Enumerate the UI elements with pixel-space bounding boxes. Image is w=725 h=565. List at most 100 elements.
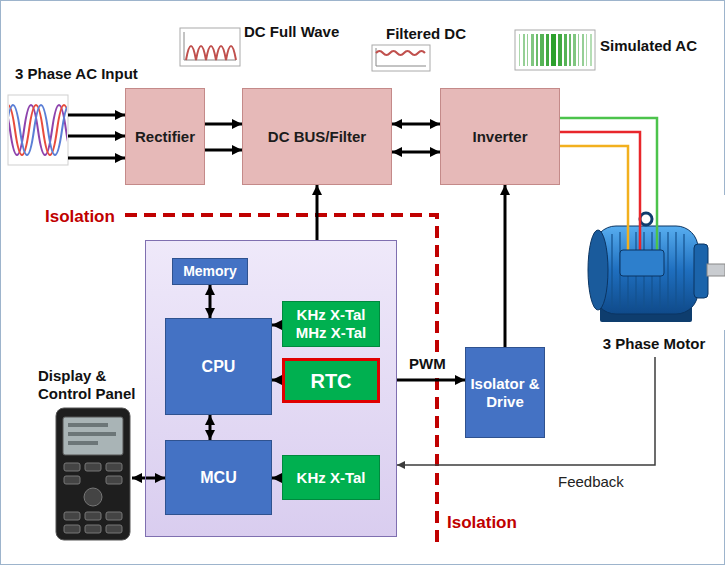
node-label: 3 Phase AC Input — [15, 65, 138, 83]
simulated-ac-thumbnail — [551, 34, 556, 66]
simulated-ac-thumbnail — [564, 34, 567, 66]
memory-box: Memory — [172, 258, 248, 285]
simulated-ac-thumbnail — [519, 34, 520, 66]
full-wave-thumbnail — [186, 46, 236, 60]
keypad-illustration — [85, 525, 101, 533]
node-label: RTC — [310, 369, 351, 393]
keypad-illustration — [106, 476, 122, 484]
connector — [132, 477, 165, 480]
motor-illustration — [583, 195, 725, 330]
simulated-ac-thumbnail — [515, 30, 595, 70]
full-wave-thumbnail — [180, 28, 240, 66]
control-board-fill — [145, 240, 397, 537]
keypad-illustration — [63, 417, 123, 455]
keypad-illustration — [85, 512, 101, 520]
connector — [272, 324, 282, 327]
node-label: MCU — [200, 468, 236, 487]
simulated-ac-thumbnail — [573, 34, 576, 66]
simulated-ac-thumbnail — [540, 34, 544, 66]
connector — [392, 123, 440, 126]
simulated-ac-thumbnail — [546, 34, 549, 66]
node-label: 3 Phase Motor — [583, 335, 725, 353]
connector — [397, 379, 465, 382]
keypad-illustration — [64, 476, 80, 484]
connector — [68, 114, 125, 117]
connector — [316, 185, 319, 240]
connector — [272, 379, 282, 382]
driver-box: Isolator & Drive — [465, 347, 545, 438]
motor-illustration — [694, 244, 708, 298]
connector — [560, 132, 640, 195]
keypad-illustration — [84, 488, 102, 506]
connector — [205, 149, 242, 152]
simulated-ac-thumbnail — [515, 30, 595, 70]
motor-illustration — [594, 226, 698, 314]
keypad-illustration — [85, 463, 101, 471]
ac-source: 3 Phase AC Input — [8, 95, 68, 165]
node-label: KHz X-Tal MHz X-Tal — [287, 306, 375, 342]
rtc-box: RTC — [282, 358, 380, 403]
node-label: Inverter — [472, 128, 527, 146]
keypad-illustration — [64, 525, 80, 533]
filtered-dc-thumbnail — [376, 51, 425, 55]
motor-illustration — [627, 195, 630, 256]
control-board: MemoryCPU KHz X-Tal MHz X-TalRTC MCU KHz X-… — [145, 240, 397, 537]
crystal-box: KHz X-Tal — [282, 455, 380, 500]
node-label: Memory — [183, 263, 237, 280]
keypad-illustration — [56, 408, 130, 540]
keypad-illustration — [106, 525, 122, 533]
node-label: CPU — [202, 357, 236, 376]
mcu-box: MCU — [165, 440, 272, 515]
keypad-illustration — [68, 423, 108, 427]
connector — [209, 415, 212, 440]
keypad-illustration — [68, 432, 116, 436]
motor-illustration — [656, 195, 659, 256]
keypad-illustration — [56, 408, 130, 540]
display-panel: Display & Control Panel — [40, 365, 132, 545]
edge-label: PWM — [407, 355, 448, 373]
connector — [68, 157, 125, 160]
simulated-ac-thumbnail — [558, 34, 562, 66]
isolation-label: Isolation — [45, 207, 115, 227]
simulated-ac-thumbnail — [569, 34, 571, 66]
node-label: Display & Control Panel — [38, 367, 150, 403]
motor-illustration — [620, 250, 664, 276]
connector — [68, 135, 125, 138]
motor: 3 Phase Motor — [583, 195, 725, 357]
isolation-label: Isolation — [447, 513, 517, 533]
connector — [209, 285, 212, 318]
full-wave-thumbnail — [184, 32, 236, 60]
process-box: Rectifier — [125, 88, 205, 185]
process-box: Inverter — [440, 88, 560, 185]
simulated-ac-thumbnail — [527, 34, 528, 66]
isolation-line — [125, 215, 437, 548]
ac-input-waveform — [9, 105, 67, 155]
full-wave-thumbnail — [180, 28, 240, 66]
simulated-ac-thumbnail — [586, 34, 587, 66]
simulated-ac-thumbnail — [578, 34, 579, 66]
simulated-ac-thumbnail — [590, 34, 592, 66]
filtered-dc-thumbnail — [376, 48, 426, 66]
keypad-illustration — [68, 441, 98, 445]
node-label: Isolator & Drive — [470, 375, 540, 411]
connector — [392, 151, 440, 154]
connector — [272, 477, 282, 480]
filtered-dc-thumbnail — [372, 45, 430, 71]
keypad-illustration — [106, 512, 122, 520]
waveform-label: Simulated AC — [600, 37, 697, 55]
ac-input-waveform — [9, 105, 67, 155]
connector — [560, 146, 628, 195]
simulated-ac-thumbnail — [523, 34, 525, 66]
connector — [504, 185, 507, 347]
motor-illustration — [640, 213, 652, 225]
motor-illustration — [612, 232, 684, 308]
keypad-illustration — [64, 463, 122, 533]
connector — [560, 118, 657, 195]
simulated-ac-thumbnail — [536, 34, 538, 66]
keypad-illustration — [64, 463, 80, 471]
simulated-ac-thumbnail — [531, 34, 534, 66]
filtered-dc-thumbnail — [372, 45, 430, 71]
